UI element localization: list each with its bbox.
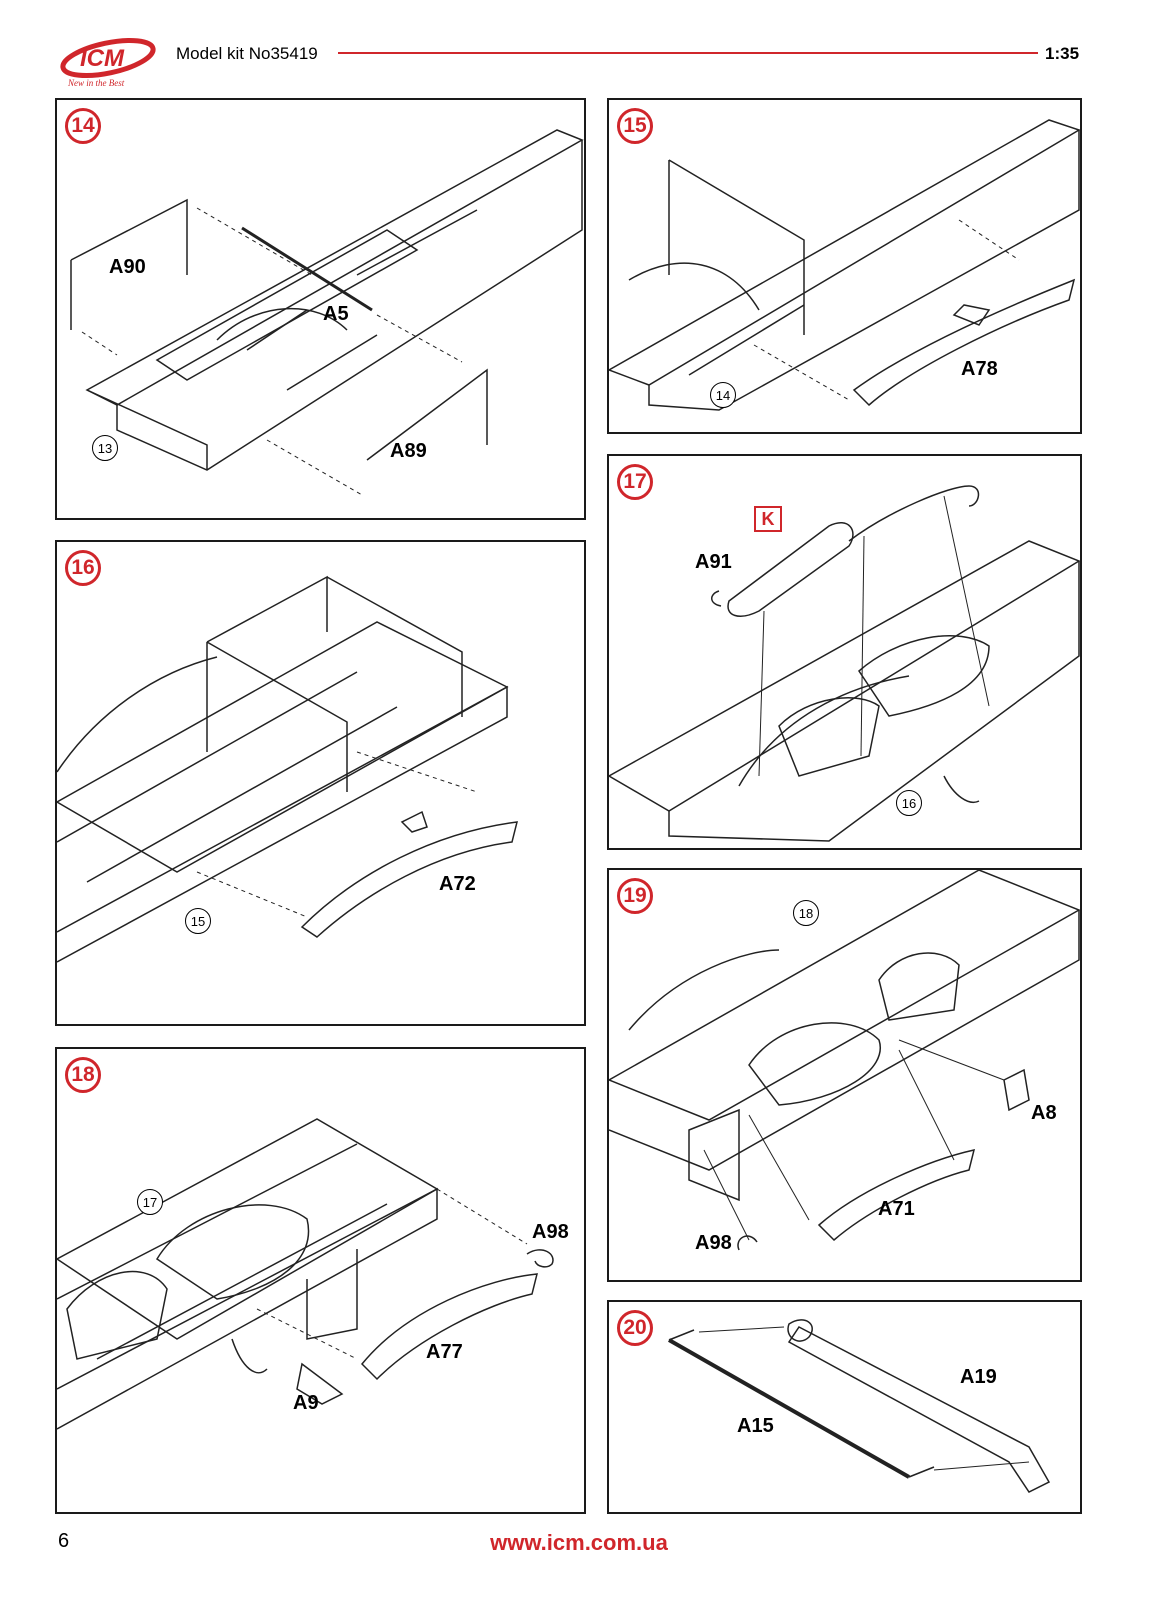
part-label: A90 [109, 256, 146, 278]
step-15-drawing [609, 119, 1080, 411]
step-19-panel: 19 A8 A71 A98 18 [607, 868, 1082, 1282]
step-number-badge: 18 [65, 1057, 101, 1093]
step-reference: 16 [896, 790, 922, 816]
part-label: A71 [878, 1198, 915, 1220]
step-17-drawing [609, 485, 1080, 842]
part-label: A98 [695, 1232, 732, 1254]
step-reference: 13 [92, 435, 118, 461]
step-19-drawing [609, 870, 1080, 1251]
kit-title: Model kit No35419 [176, 44, 318, 63]
step-number-badge: 19 [617, 878, 653, 914]
step-18-drawing [57, 1118, 554, 1430]
part-label: A8 [1031, 1102, 1057, 1124]
step-number-badge: 16 [65, 550, 101, 586]
step-reference: 18 [793, 900, 819, 926]
step-number-badge: 15 [617, 108, 653, 144]
part-label: A9 [293, 1392, 319, 1414]
icm-logo: ICM New in the Best [60, 37, 156, 88]
part-label: A78 [961, 358, 998, 380]
step-reference: 15 [185, 908, 211, 934]
header-rule [338, 52, 1038, 54]
step-16-drawing [57, 575, 518, 963]
step-20-panel: 20 A19 A15 [607, 1300, 1082, 1514]
part-label: A5 [323, 303, 349, 325]
part-label: A77 [426, 1341, 463, 1363]
step-reference: 17 [137, 1189, 163, 1215]
step-number-badge: 14 [65, 108, 101, 144]
header: ICM New in the Best Model kit No35419 1:… [0, 0, 1158, 95]
part-label: A19 [960, 1366, 997, 1388]
part-label: A15 [737, 1415, 774, 1437]
step-reference: 14 [710, 382, 736, 408]
step-17-panel: 17 K A91 16 [607, 454, 1082, 850]
step-18-panel: 18 A98 A77 A9 17 [55, 1047, 586, 1514]
step-20-drawing [668, 1319, 1051, 1493]
part-label: A89 [390, 440, 427, 462]
scale-label: 1:35 [1045, 44, 1080, 63]
step-14-panel: 14 A90 A5 A89 13 [55, 98, 586, 520]
svg-text:ICM: ICM [80, 45, 125, 72]
step-number-badge: 17 [617, 464, 653, 500]
part-label: A98 [532, 1221, 569, 1243]
step-number-badge: 20 [617, 1310, 653, 1346]
part-label: A91 [695, 551, 732, 573]
part-label: A72 [439, 873, 476, 895]
step-15-panel: 15 A78 14 [607, 98, 1082, 434]
website-link[interactable]: www.icm.com.ua [490, 1530, 668, 1555]
marker-k-box: K [754, 506, 782, 532]
page-number: 6 [58, 1530, 70, 1552]
svg-text:New in the Best: New in the Best [67, 78, 125, 88]
step-14-drawing [70, 129, 584, 496]
step-16-panel: 16 A72 15 [55, 540, 586, 1026]
